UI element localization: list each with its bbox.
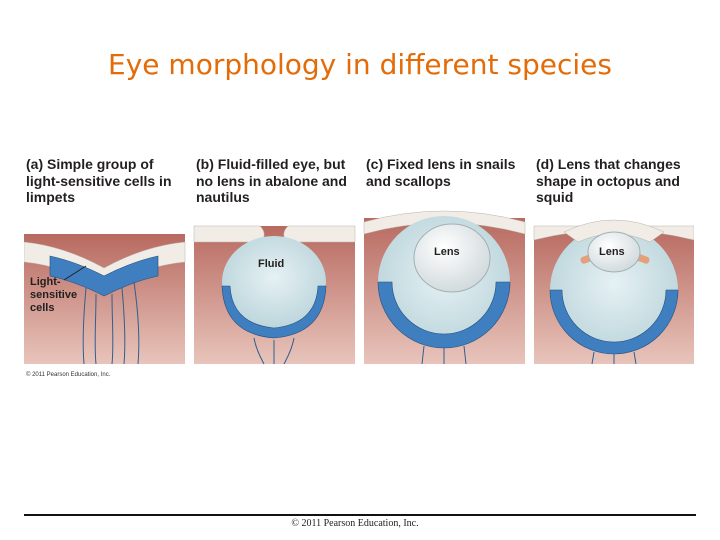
- panel-c-photoreceptor-ring: [377, 281, 511, 349]
- figure-credit: © 2011 Pearson Education, Inc.: [26, 372, 111, 378]
- panel-d-artwork: [533, 219, 694, 365]
- panel-d-photoreceptor-ring: [549, 289, 679, 355]
- figure-artwork: [24, 210, 694, 365]
- panel-a-photoreceptor-band: [49, 255, 159, 297]
- panel-a-caption: (a) Simple group of light-sensitive cell…: [26, 156, 172, 205]
- panel-a-nerves: [82, 281, 140, 365]
- fluid-label: Fluid: [258, 258, 285, 270]
- panel-d-lens: [587, 231, 641, 273]
- panel-b-caption: (b) Fluid-filled eye, but no lens in aba…: [196, 156, 347, 205]
- panel-b-photoreceptor-ring: [221, 285, 327, 339]
- panel-c-artwork: [363, 210, 526, 365]
- eye-figure: (a) Simple group of light-sensitive cell…: [24, 150, 694, 380]
- footer-rule: [24, 514, 696, 516]
- lens-label-c: Lens: [434, 246, 460, 258]
- panel-a-artwork: [24, 234, 186, 365]
- panel-c-lens: [413, 223, 491, 293]
- panel-c-caption: (c) Fixed lens in snails and scallops: [366, 156, 516, 189]
- panel-d-nerves: [591, 351, 637, 365]
- panel-d-iris: [563, 219, 665, 243]
- light-sensitive-cells-label: Light-sensitive cells: [30, 276, 78, 314]
- panel-d-caption: (d) Lens that changes shape in octopus a…: [536, 156, 681, 205]
- panel-c-nerves: [421, 345, 467, 365]
- panel-b-artwork: [193, 225, 356, 365]
- panel-b-nerves: [253, 337, 295, 365]
- lens-label-d: Lens: [599, 246, 625, 258]
- panel-b-fluid: [222, 236, 326, 328]
- slide-title: Eye morphology in different species: [108, 48, 612, 81]
- footer-credit: © 2011 Pearson Education, Inc.: [291, 518, 419, 529]
